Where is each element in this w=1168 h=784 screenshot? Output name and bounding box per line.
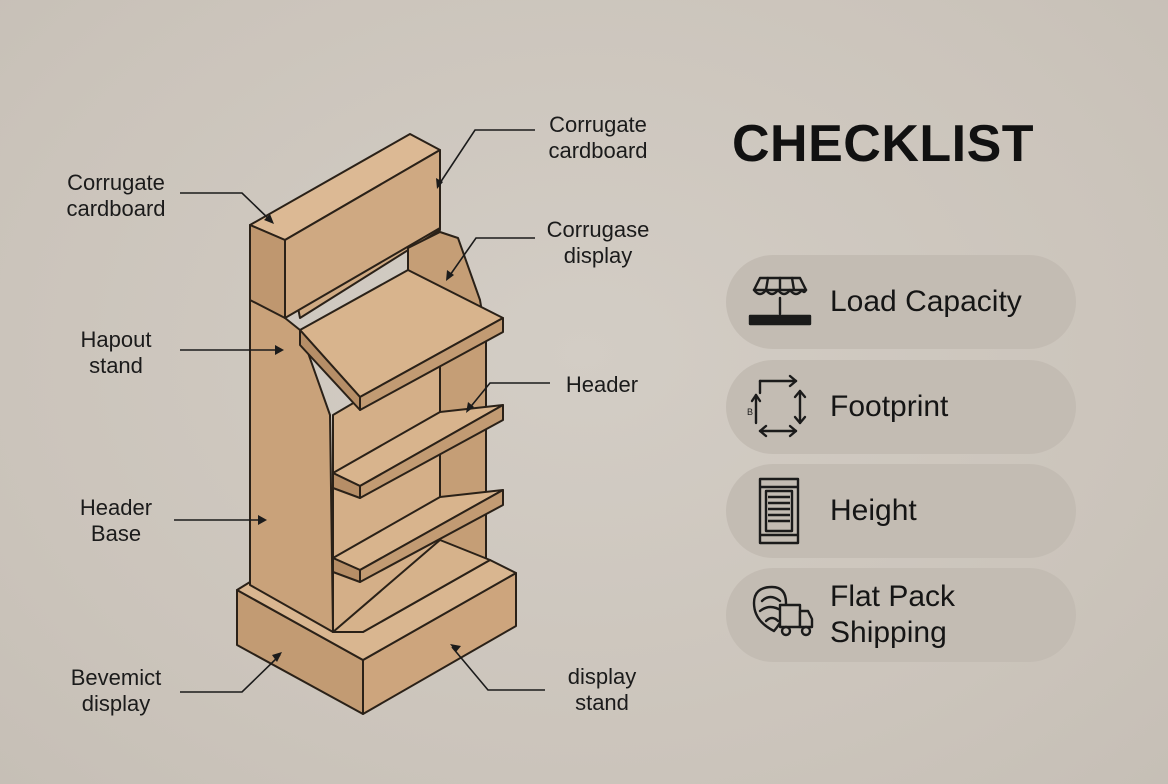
arrowhead-right-3 xyxy=(466,402,474,413)
checklist-title: CHECKLIST xyxy=(732,115,1035,173)
market-stall-scale-icon xyxy=(748,276,812,326)
arrowhead-left-2 xyxy=(275,345,284,355)
label-right-header: Header xyxy=(565,372,639,397)
label-left-hapout-stand: Hapout stand xyxy=(80,327,152,378)
checklist-item-label: Load Capacity xyxy=(830,285,1022,318)
checklist-item-load-capacity: Load Capacity xyxy=(726,255,1076,349)
label-right-corrugase-display: Corrugase display xyxy=(546,217,650,268)
leader-right-3 xyxy=(467,382,550,411)
arrowhead-right-2 xyxy=(446,270,454,281)
label-left-corrugate-cardboard: Corrugate cardboard xyxy=(66,170,166,221)
header-left-side xyxy=(249,224,286,319)
checklist-item-label: Footprint xyxy=(830,390,949,423)
leader-right-2 xyxy=(447,237,535,279)
leader-left-1 xyxy=(180,192,273,223)
label-right-corrugate-cardboard: Corrugate cardboard xyxy=(548,112,648,163)
label-left-bevemict-display: Bevemict display xyxy=(70,665,162,716)
display-stand-illustration xyxy=(236,133,517,715)
shelf-1-side xyxy=(299,329,361,411)
bottom-tray-floor xyxy=(332,539,491,633)
arrowhead-right-1 xyxy=(436,178,443,189)
checklist-item-footprint: B Footprint xyxy=(726,360,1076,454)
checklist-item-height: Height xyxy=(726,464,1076,558)
shelf-2-side xyxy=(332,472,361,499)
label-right-display-stand: display stand xyxy=(567,664,637,715)
checklist-item-label: Height xyxy=(830,494,917,527)
arrowhead-left-4 xyxy=(272,652,282,662)
arrowhead-right-4 xyxy=(450,644,461,652)
leader-lines xyxy=(174,129,550,693)
leader-arrowheads xyxy=(258,178,474,662)
leader-left-4 xyxy=(180,654,281,693)
svg-text:B: B xyxy=(747,407,753,417)
delivery-truck-icon xyxy=(752,585,814,637)
dimension-arrows-icon: B xyxy=(747,374,807,438)
height-rack-icon xyxy=(758,477,800,545)
leader-right-4 xyxy=(451,646,545,691)
shelf-3-side xyxy=(332,557,361,583)
arrowhead-left-1 xyxy=(264,214,274,224)
checklist-item-flat-pack-shipping: Flat Pack Shipping xyxy=(726,568,1076,662)
label-left-header-base: Header Base xyxy=(79,495,153,546)
leader-right-1 xyxy=(437,129,535,187)
checklist-item-label: Flat Pack Shipping xyxy=(830,580,956,649)
arrowhead-left-3 xyxy=(258,515,267,525)
